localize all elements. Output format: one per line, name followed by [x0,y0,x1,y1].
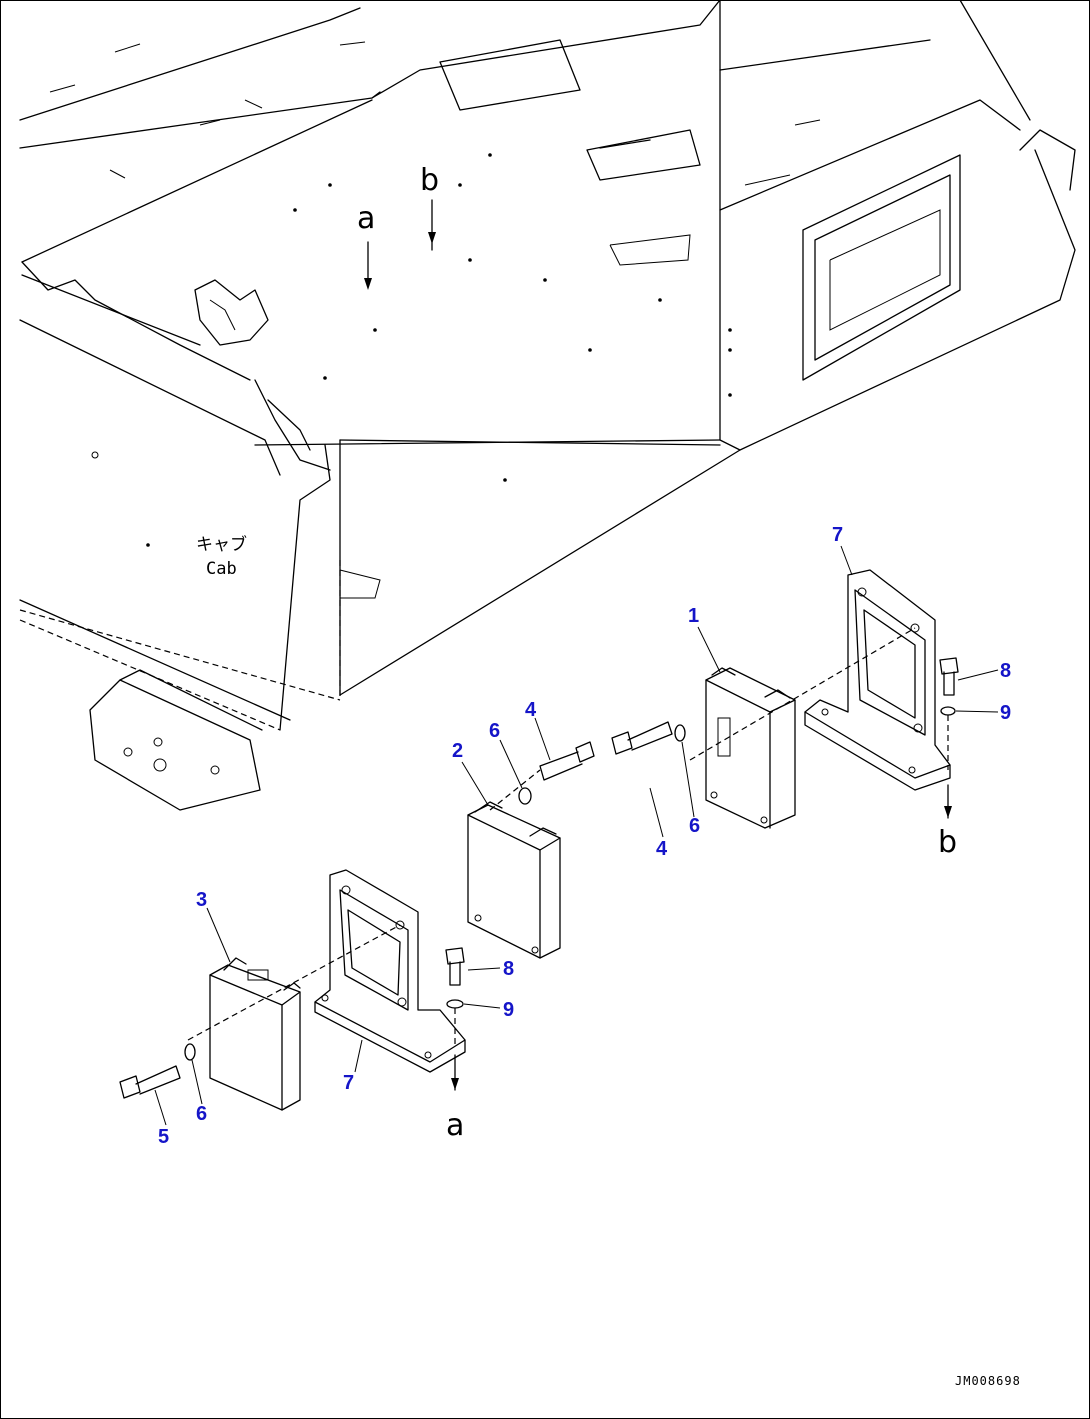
callout-part-8-right: 8 [1000,660,1011,682]
alignment-line-right [689,627,916,761]
mounting-bracket-7-right [804,569,951,791]
callout-part-7-right: 7 [832,524,843,546]
ref-letter-b-top: b [420,163,439,198]
controller-part-1 [705,667,796,829]
bolt-8-left [445,947,465,986]
leader-lines [154,545,999,1126]
arrow-a-bottom [451,1054,459,1091]
controller-part-3 [209,957,301,1111]
controller-part-2 [467,801,561,959]
cab-label-en: Cab [206,559,237,579]
callout-part-6-left: 6 [196,1103,207,1125]
arrow-b-bottom [944,784,952,819]
callout-part-5: 5 [158,1126,169,1148]
washer-6-center [518,787,532,805]
callout-part-4-right: 4 [656,838,668,860]
arrow-b-top [428,199,436,251]
bolt-5 [119,1065,181,1099]
callout-part-9-right: 9 [1000,702,1011,724]
mounting-bracket-7-left [314,869,466,1073]
bolt-4-center [539,741,595,781]
washer-9-right [940,706,956,716]
callout-part-8-left: 8 [503,958,514,980]
ref-letter-a-top: a [357,201,375,236]
washer-6-left [184,1043,196,1061]
alignment-line-center [489,769,541,811]
callout-part-7-left: 7 [343,1072,354,1094]
washer-9-left [446,999,464,1009]
alignment-line-left [187,924,401,1041]
arrow-a-top [364,241,372,290]
callout-part-6-right: 6 [689,815,700,837]
callout-part-9-left: 9 [503,999,514,1021]
bolt-8-right [939,657,959,696]
callout-part-2: 2 [452,740,463,762]
callout-part-6-center: 6 [489,720,500,742]
drawing-number: JM008698 [955,1374,1021,1388]
callout-part-3: 3 [196,889,207,911]
bolt-4-right [611,721,673,755]
chassis-outline [19,0,1076,811]
cab-label-jp: キャブ [196,534,247,555]
ref-letter-a-bottom: a [446,1108,464,1143]
washer-6-right [674,724,686,742]
callout-part-1: 1 [688,605,699,627]
callout-part-4-center: 4 [525,699,537,721]
ref-letter-b-bottom: b [938,825,957,860]
